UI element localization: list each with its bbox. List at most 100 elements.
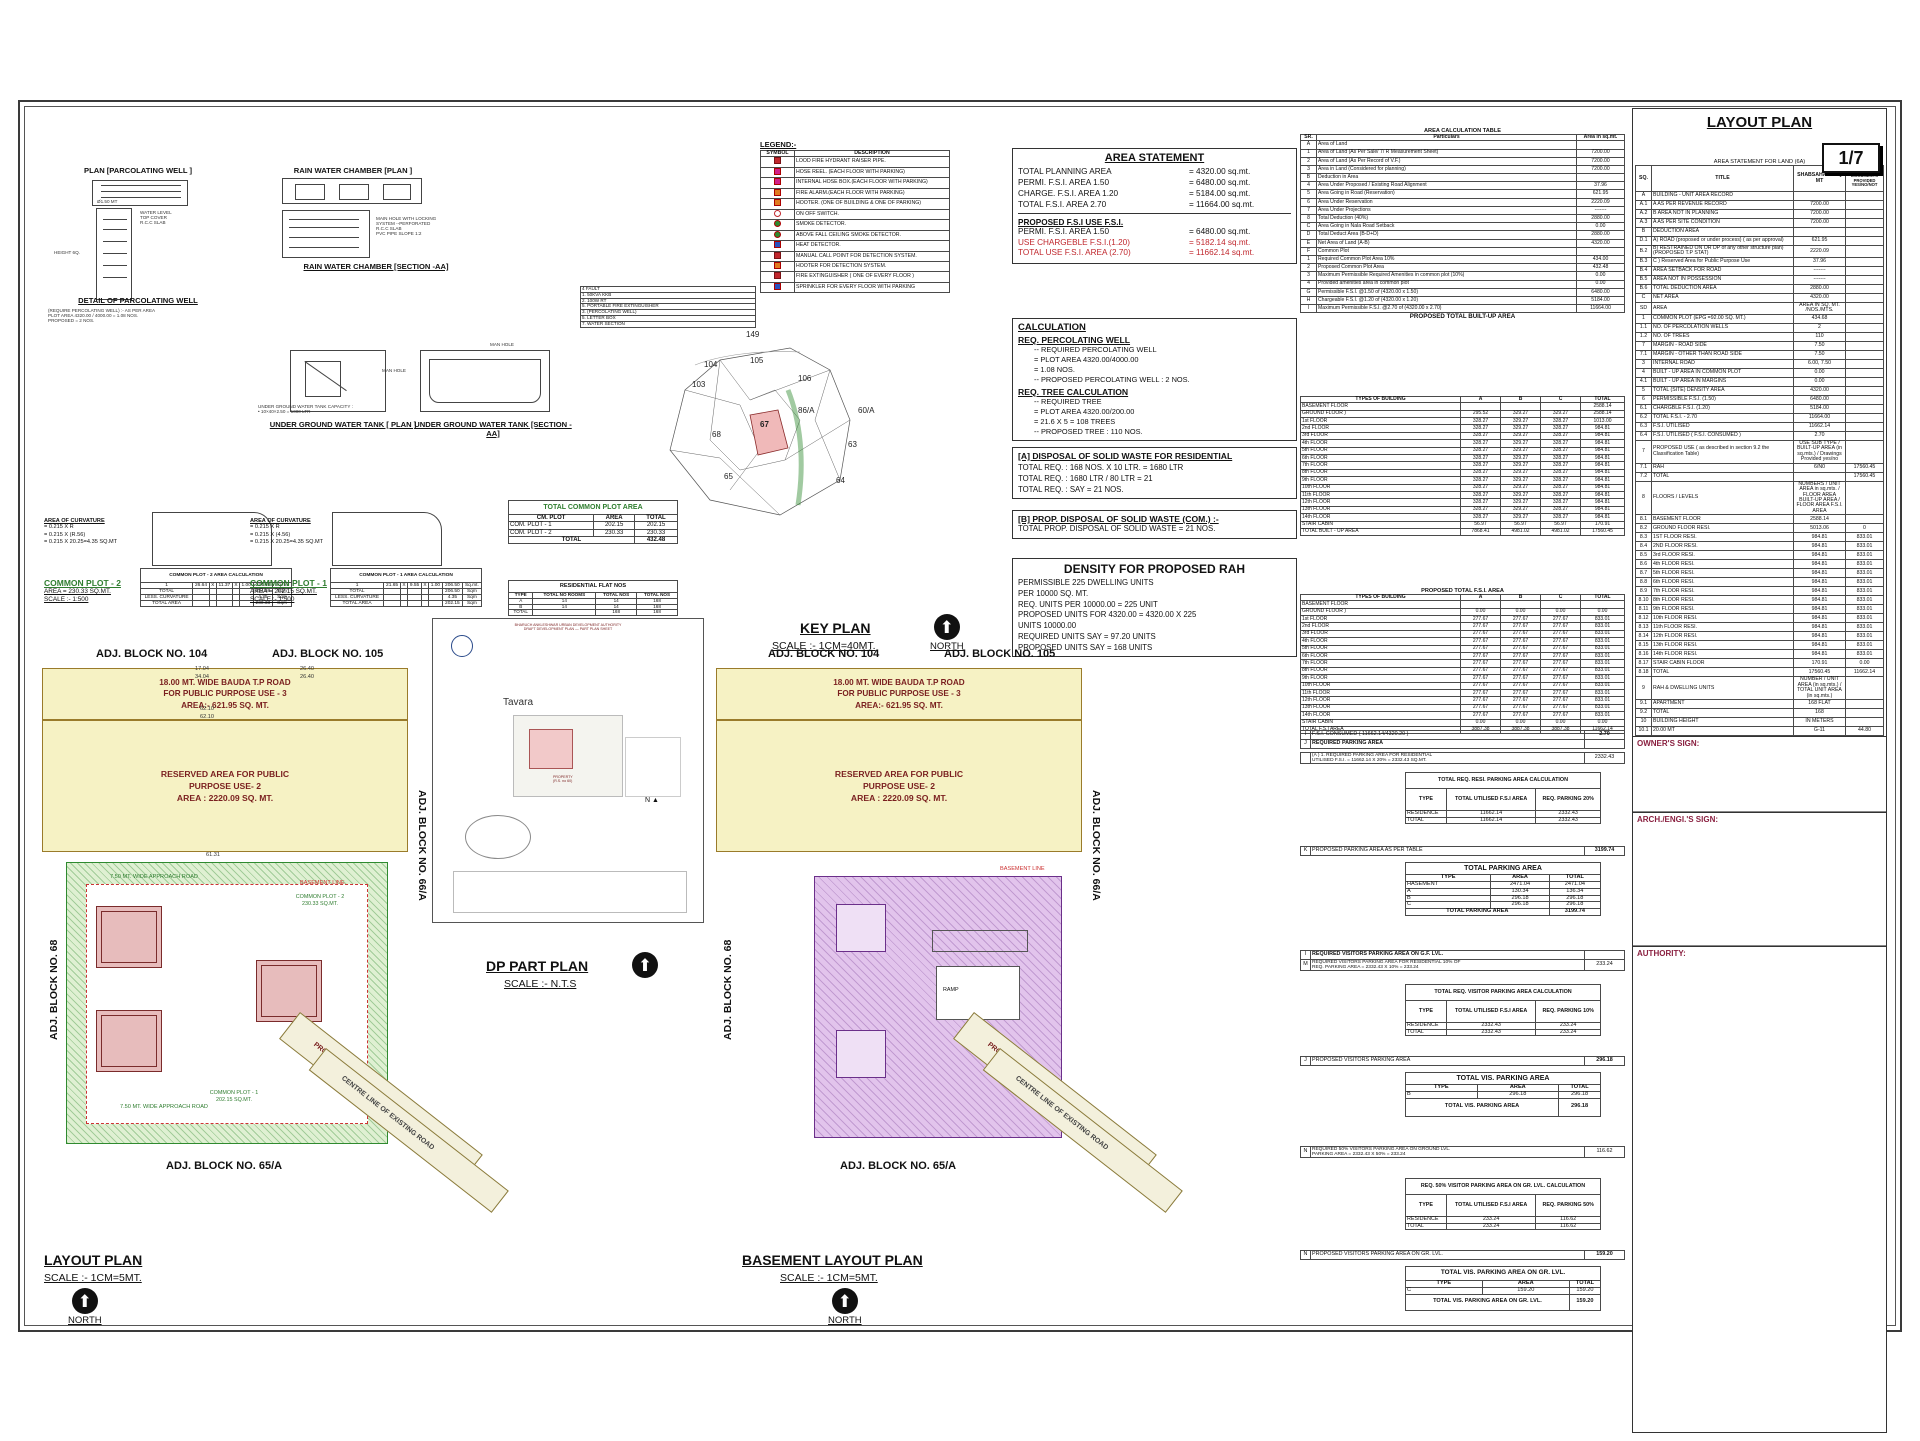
table-cell: 328.27 bbox=[1460, 431, 1501, 441]
basement-plan-north-label: NORTH bbox=[828, 1315, 862, 1326]
table-cell: B bbox=[1405, 1090, 1478, 1099]
table-cell: 833.01 bbox=[1580, 711, 1625, 720]
legend-row: MANUAL CALL POINT FOR DETECTION SYSTEM. bbox=[760, 250, 950, 263]
arch-engi-sign-area[interactable] bbox=[1633, 826, 1886, 947]
table-cell: TOTAL bbox=[1405, 816, 1447, 825]
table-cell: 13th FLOOR bbox=[1300, 703, 1461, 713]
table-cell: 1 bbox=[329, 581, 385, 590]
gt-total-label: TOTAL VIS. PARKING AREA ON GR. LVL. bbox=[1405, 1293, 1570, 1311]
table-cell: 7 bbox=[1300, 205, 1317, 216]
lp-basement-line-label: BASEMENT LINE bbox=[300, 880, 345, 886]
table-cell: TOTAL bbox=[507, 609, 534, 617]
tb-title-cell: C ) Reserved Area for Public Purpose Use bbox=[1651, 256, 1794, 267]
table-cell: 277.67 bbox=[1500, 622, 1541, 631]
authority-sign-area[interactable] bbox=[1633, 960, 1886, 1080]
cp2-scale: SCALE :- 1:500 bbox=[44, 596, 89, 604]
table-cell: 328.27 bbox=[1540, 476, 1581, 485]
table-cell: 328.27 bbox=[1540, 483, 1581, 492]
table-cell: C bbox=[1300, 222, 1317, 232]
fire-alarm-icon bbox=[774, 188, 781, 196]
table-cell: I bbox=[1300, 304, 1317, 314]
floor-table-2: TYPES OF BUILDING A B C TOTAL BASEMENT F… bbox=[1300, 593, 1625, 735]
calculation-panel: CALCULATION REQ. PERCOLATING WELL -- REQ… bbox=[1012, 318, 1297, 441]
tb-value: 7200.00 bbox=[1793, 218, 1846, 228]
owners-sign-area[interactable] bbox=[1633, 750, 1886, 813]
fsi-floor-row: BASEMENT FLOOR bbox=[1300, 600, 1625, 609]
ac-h2: Area in sq.mt. bbox=[1576, 133, 1625, 142]
tb-title-cell: 10th FLOOR RESI. bbox=[1651, 613, 1794, 624]
table-cell: 277.67 bbox=[1540, 629, 1581, 639]
table-cell: 328.27 bbox=[1540, 461, 1581, 470]
table-cell: 328.27 bbox=[1460, 417, 1501, 426]
tb-sr: 9 bbox=[1635, 676, 1652, 701]
tb-doc: 0 bbox=[1845, 523, 1884, 534]
cp1-name: COMMON PLOT - 1 bbox=[250, 578, 327, 588]
solid-waste-b-panel: [B] PROP. DISPOSAL OF SOLID WASTE (COM.)… bbox=[1012, 510, 1297, 539]
table-cell bbox=[420, 588, 429, 596]
bp-ramp-area: RAMP bbox=[936, 966, 1020, 1020]
table-cell: 1st FLOOR bbox=[1300, 417, 1461, 426]
proposed-visitors-parking-row: J PROPOSED VISITORS PARKING AREA 296.18 bbox=[1300, 1056, 1625, 1066]
tb-sr: 8.13 bbox=[1635, 622, 1652, 633]
tb-title-cell: TOTAL bbox=[1651, 471, 1794, 482]
proposed-fsi-row: USE CHARGEBLE F.S.I.(1.20)= 5182.14 sq.m… bbox=[1018, 238, 1291, 249]
tb-title-cell: 5th FLOOR RESI. bbox=[1651, 568, 1794, 579]
bp-adj-left: ADJ. BLOCK NO. 68 bbox=[722, 939, 734, 1040]
dp-part-plan-label: DP PART PLAN bbox=[486, 958, 589, 974]
tb-doc bbox=[1845, 227, 1884, 237]
as-label: CHARGE. F.S.I. AREA 1.20 bbox=[1018, 188, 1119, 198]
vis-total-title: TOTAL VIS. PARKING AREA bbox=[1405, 1072, 1601, 1085]
table-cell: Area Going in Road (Reservation) bbox=[1316, 189, 1577, 199]
tb-value: 11664.00 bbox=[1793, 412, 1846, 423]
tb-title-cell: DEDUCTION AREA bbox=[1651, 227, 1794, 237]
table-cell: 202.15 bbox=[593, 521, 636, 530]
table-cell: Area of Land (As Per Sale/ 7/ R Measurem… bbox=[1316, 148, 1577, 158]
lp-dim-7: 61.31 bbox=[206, 852, 220, 858]
percolating-well-plan-title: PLAN [PARCOLATING WELL ] bbox=[84, 166, 192, 175]
tb-value: 7.50 bbox=[1793, 349, 1846, 360]
table-cell: 328.27 bbox=[1540, 513, 1581, 522]
tb-title-cell: PROPOSED USE ( as described in section 9… bbox=[1651, 439, 1794, 464]
table-cell: 0.00 bbox=[1500, 718, 1541, 727]
req-a-line1: (A ) 1. REQUIRED PARKING AREA FOR RESIDE… bbox=[1312, 753, 1433, 758]
table-cell: 277.67 bbox=[1540, 688, 1581, 698]
table-cell: Maximum Permissible Required Amenities i… bbox=[1316, 271, 1577, 281]
lp-road-l3: AREA:- 621.95 SQ. MT. bbox=[181, 700, 269, 710]
tb-value: G-11 bbox=[1793, 726, 1846, 737]
table-cell: 8th FLOOR bbox=[1300, 666, 1461, 676]
tb-value: 0.00 bbox=[1793, 367, 1846, 378]
tb-sr: A.1 bbox=[1635, 200, 1652, 210]
legend-description: HOSE REEL. (EACH FLOOR WITH PARKING) bbox=[794, 166, 950, 179]
common-plot-2-info: COMMON PLOT - 2 AREA = 230.33 SQ.MT. SCA… bbox=[44, 578, 154, 605]
tb-title-cell: NO. OF PERCOLATION WELLS bbox=[1651, 322, 1794, 333]
table-cell: 277.67 bbox=[1460, 681, 1501, 690]
area-statement-heading: AREA STATEMENT bbox=[1104, 152, 1205, 164]
table-cell: A bbox=[1404, 887, 1492, 896]
table-cell: 277.67 bbox=[1500, 703, 1541, 713]
tb-doc bbox=[1845, 358, 1884, 369]
table-cell: 7th FLOOR bbox=[1300, 461, 1461, 470]
tb-sr: 8.8 bbox=[1635, 577, 1652, 588]
table-cell: 277.67 bbox=[1500, 651, 1541, 661]
gt-total-value: 159.20 bbox=[1568, 1293, 1602, 1311]
tb-value: 7200.00 bbox=[1793, 209, 1846, 219]
tb-value: 5184.00 bbox=[1793, 403, 1846, 414]
table-cell: GROUND FLOOR ) bbox=[1300, 409, 1461, 419]
table-cell: Common Plot bbox=[1316, 246, 1577, 256]
hooter-detection-icon bbox=[774, 261, 781, 269]
bp-adj-top-right: ADJ. BLOCK NO. 105 bbox=[944, 648, 1056, 660]
tb-title-cell: 20.00 MT bbox=[1651, 726, 1794, 737]
tb-value: 984.81 bbox=[1793, 604, 1846, 615]
tb-sr: 8.18 bbox=[1635, 667, 1652, 678]
tb-value: NUMBERS / UNIT AREA in sq.mts. / FLOOR A… bbox=[1793, 480, 1846, 516]
tb-value: 168 FLAT bbox=[1793, 699, 1846, 710]
